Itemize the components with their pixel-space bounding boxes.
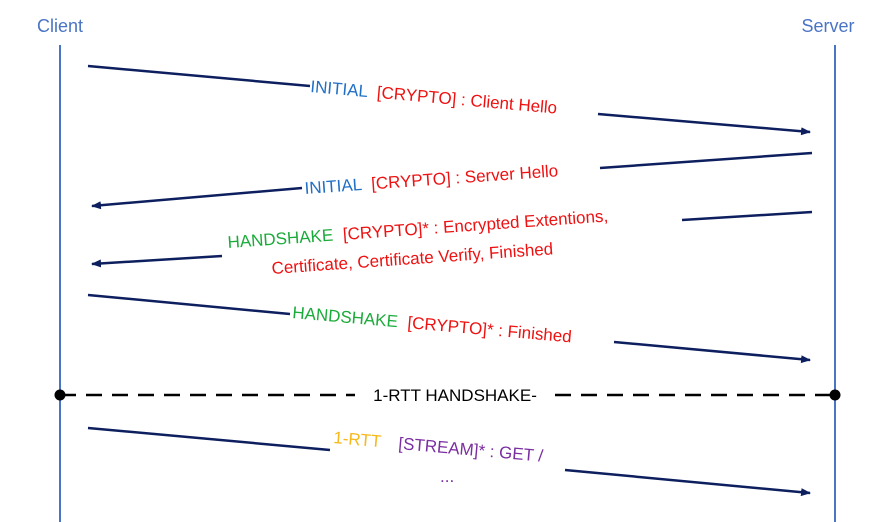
- message-label: INITIAL [CRYPTO] : Client Hello: [310, 77, 558, 118]
- message-payload: [CRYPTO] : Server Hello: [371, 161, 559, 193]
- message-type: HANDSHAKE: [292, 303, 399, 331]
- arrow-segment: [599, 151, 813, 170]
- divider-endpoint: [829, 389, 841, 401]
- arrow-segment: [87, 426, 331, 452]
- arrow-segment: [564, 468, 811, 497]
- message-type: HANDSHAKE: [227, 226, 334, 252]
- divider-endpoint: [54, 389, 66, 401]
- message-label: HANDSHAKE [CRYPTO]* : Finished: [292, 303, 573, 346]
- message-server-hello: INITIAL [CRYPTO] : Server Hello: [91, 151, 813, 210]
- message-1rtt-stream: 1-RTT [STREAM]* : GET / ...: [87, 426, 811, 497]
- message-type: INITIAL: [304, 175, 362, 198]
- arrow-segment: [613, 340, 811, 364]
- arrow-segment: [87, 64, 311, 88]
- handshake-divider: 1-RTT HANDSHAKE-: [54, 386, 841, 405]
- message-server-handshake: HANDSHAKE [CRYPTO]* : Encrypted Extentio…: [91, 206, 813, 278]
- server-header: Server: [801, 16, 854, 36]
- client-header: Client: [37, 16, 83, 36]
- message-payload: [STREAM]* : GET /: [398, 434, 545, 466]
- arrow-segment: [87, 293, 291, 316]
- message-label: INITIAL [CRYPTO] : Server Hello: [304, 161, 559, 198]
- divider-label: 1-RTT HANDSHAKE-: [373, 386, 537, 405]
- message-type: 1-RTT: [333, 428, 382, 451]
- message-payload: [CRYPTO]* : Finished: [407, 313, 573, 346]
- arrow-segment: [91, 186, 303, 210]
- arrow-segment: [597, 112, 811, 136]
- message-type: INITIAL: [310, 77, 369, 101]
- message-payload: [CRYPTO] : Client Hello: [376, 83, 558, 118]
- message-client-finished: HANDSHAKE [CRYPTO]* : Finished: [87, 293, 811, 364]
- message-payload: [CRYPTO]* : Encrypted Extentions,: [342, 206, 609, 243]
- arrow-segment: [681, 210, 813, 222]
- message-client-hello: INITIAL [CRYPTO] : Client Hello: [87, 64, 811, 136]
- arrow-segment: [91, 254, 223, 268]
- message-continuation: ...: [440, 467, 454, 486]
